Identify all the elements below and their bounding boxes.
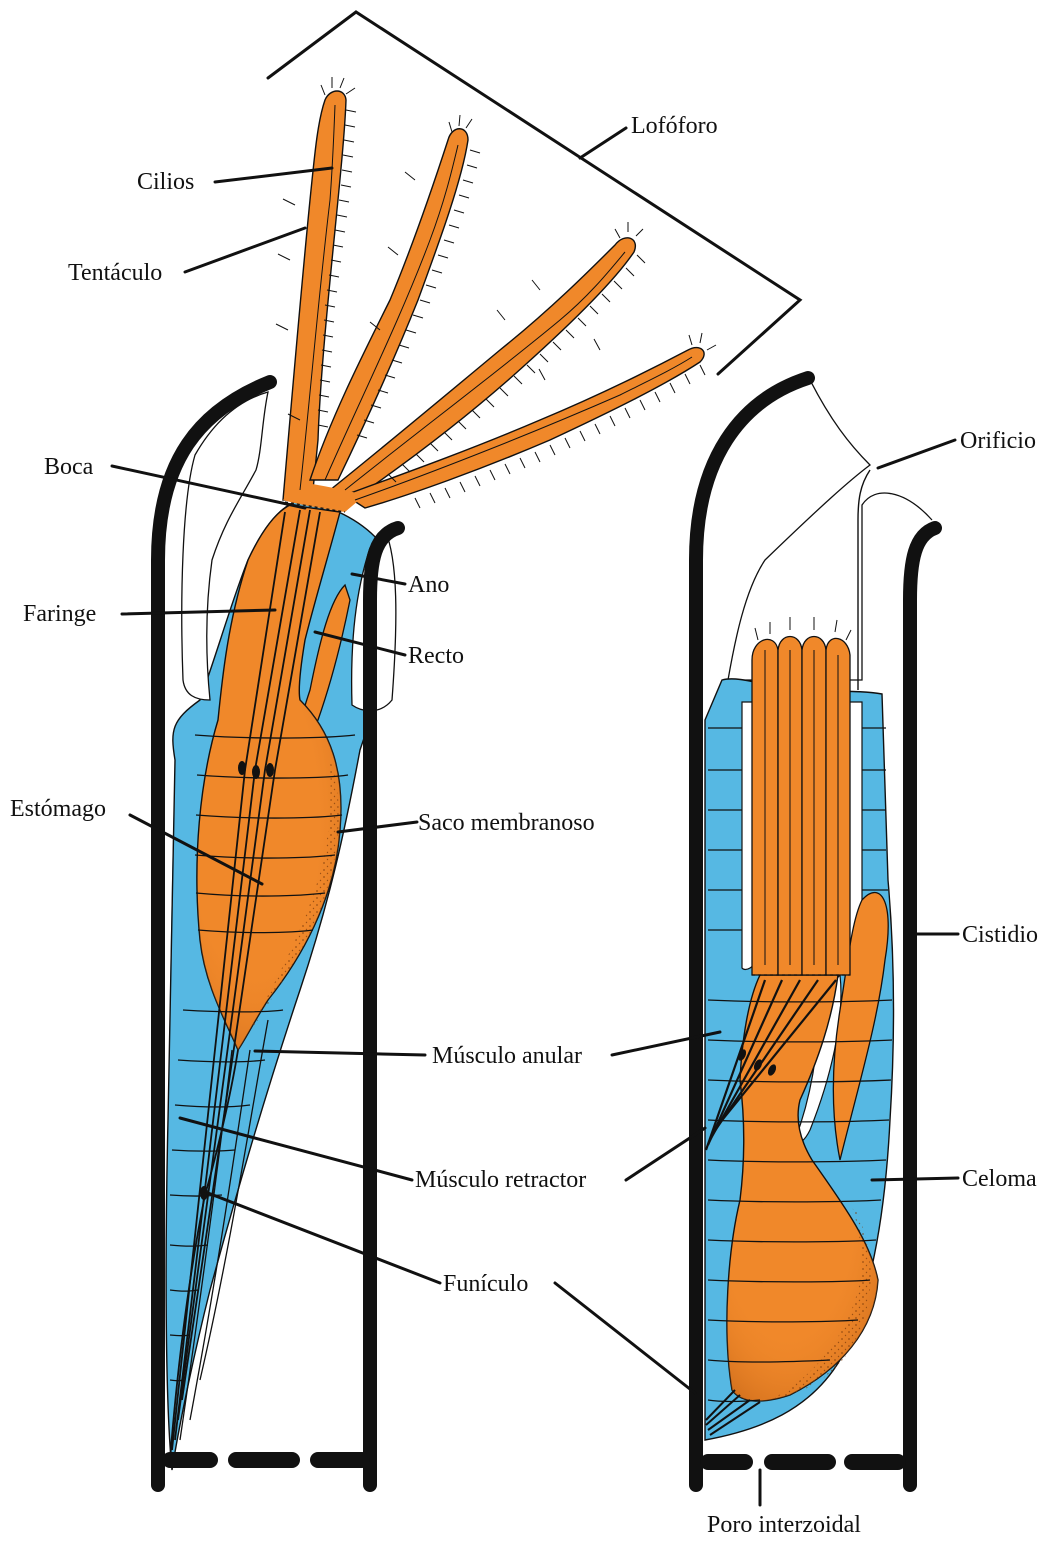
left-lophophore xyxy=(276,77,716,512)
label-ano: Ano xyxy=(408,572,449,598)
extended-zooid xyxy=(158,77,716,1485)
retracted-zooid xyxy=(696,376,935,1485)
leader-orificio xyxy=(878,440,955,468)
label-saco-membranoso: Saco membranoso xyxy=(418,810,595,836)
label-cistidio: Cistidio xyxy=(962,922,1038,948)
leader-tentaculo xyxy=(185,228,305,272)
right-cystid-wall-right xyxy=(910,528,935,1485)
label-tentaculo: Tentáculo xyxy=(68,260,162,286)
label-recto: Recto xyxy=(408,643,464,669)
right-tentacle-sheath xyxy=(728,376,932,680)
label-funiculo: Funículo xyxy=(443,1271,528,1297)
label-cilios: Cilios xyxy=(137,169,194,195)
label-celoma: Celoma xyxy=(962,1166,1037,1192)
leader-lofoforo xyxy=(580,128,626,158)
right-retracted-tentacles xyxy=(752,617,851,975)
label-boca: Boca xyxy=(44,454,94,480)
label-lofoforo: Lofóforo xyxy=(631,113,718,139)
label-musculo-anular: Músculo anular xyxy=(432,1043,582,1069)
leader-celoma xyxy=(872,1178,958,1180)
lophophore-bracket xyxy=(268,12,800,374)
label-faringe: Faringe xyxy=(23,601,96,627)
label-poro-interzoidal: Poro interzoidal xyxy=(707,1512,861,1538)
leader-saco-membranoso xyxy=(338,822,417,832)
label-musculo-retractor: Músculo retractor xyxy=(415,1167,586,1193)
label-orificio: Orificio xyxy=(960,428,1036,454)
label-estomago: Estómago xyxy=(10,796,106,822)
